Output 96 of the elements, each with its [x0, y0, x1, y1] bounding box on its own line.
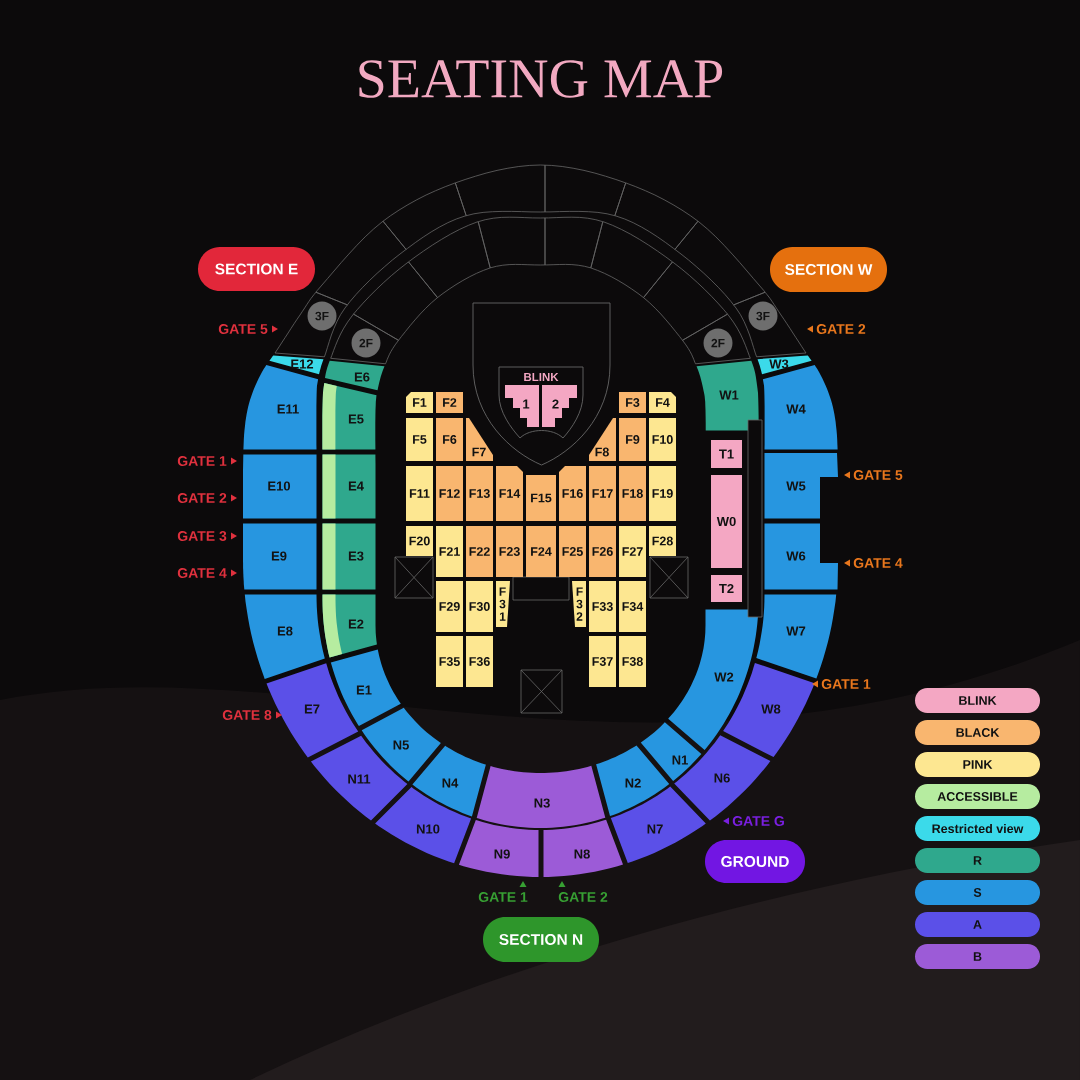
seat-section: W2 [668, 609, 759, 751]
seat-section: F16 [559, 466, 586, 521]
gate-label: GATE 5 [218, 324, 268, 334]
seat-section: F29 [436, 581, 463, 632]
legend-pill: Restricted view [915, 816, 1040, 841]
seat-section: F11 [406, 466, 433, 521]
seat-section: N3 [476, 765, 606, 828]
seat-section: E8 [244, 594, 325, 679]
seat-section: W7 [756, 594, 837, 679]
gate-label: GATE 1 [177, 456, 227, 466]
title: SEATING MAP [359, 60, 723, 98]
seat-block: 2 [542, 385, 577, 427]
seat-section: F14 [496, 466, 523, 521]
seat-section: F7 [466, 418, 493, 461]
seat-section: E5 [322, 383, 377, 450]
gate-label: GATE 3 [177, 531, 227, 541]
gate-label: GATE 2 [558, 892, 608, 902]
seat-section: F5 [406, 418, 433, 461]
seat-section: F1 [406, 392, 433, 413]
seat-section: F38 [619, 636, 646, 687]
seat-section: F35 [436, 636, 463, 687]
seat-section: F22 [466, 526, 493, 577]
node-label: N8 [574, 849, 590, 859]
seat-section: N4 [412, 745, 486, 817]
seat-section: F30 [466, 581, 493, 632]
legend-pill: BLACK [915, 720, 1040, 745]
floor-badge: 2F [703, 328, 733, 358]
seat-section: N10 [375, 787, 472, 864]
seat-section: F4 [649, 392, 676, 413]
seat-section: F32 [572, 581, 586, 627]
seat-section: F9 [619, 418, 646, 461]
section-tag: SECTION N [483, 917, 599, 962]
gate-label: GATE 5 [853, 470, 903, 480]
gate-label: GATE 4 [177, 568, 227, 578]
seat-section: W6 [764, 523, 838, 590]
seat-section: F3 [619, 392, 646, 413]
seat-section: F13 [466, 466, 493, 521]
seat-section: T2 [711, 575, 742, 602]
seat-block: 1 [505, 385, 539, 427]
seat-section: N8 [543, 819, 623, 877]
seat-section: E3 [322, 523, 376, 590]
seat-section: F33 [589, 581, 616, 632]
seat-section: F10 [649, 418, 676, 461]
section-tag: SECTION E [198, 247, 315, 291]
seat-section: F20 [406, 526, 433, 556]
seat-section: F37 [589, 636, 616, 687]
seat-section: F8 [589, 418, 616, 461]
seat-section: F2 [436, 392, 463, 413]
floor-badge: 2F [351, 328, 381, 358]
seat-section: W5 [764, 453, 838, 519]
seat-section: W0 [711, 475, 742, 568]
seat-section: F21 [436, 526, 463, 577]
seat-section: F23 [496, 526, 523, 577]
seat-section: E2 [322, 594, 377, 658]
seat-section: N1 [640, 722, 702, 781]
seat-section: F17 [589, 466, 616, 521]
legend-pill: B [915, 944, 1040, 969]
walkway-outline [747, 419, 763, 618]
seat-section: E6 [325, 360, 385, 391]
seat-section: F26 [589, 526, 616, 577]
gate-label: GATE 2 [816, 324, 866, 334]
gate-label: GATE 1 [478, 892, 528, 902]
gate-label: GATE 1 [821, 679, 871, 689]
seat-section: F6 [436, 418, 463, 461]
seat-section: W1 [696, 360, 759, 431]
seat-section: F12 [436, 466, 463, 521]
legend-pill: PINK [915, 752, 1040, 777]
seat-section: T1 [711, 440, 742, 468]
gate-label: GATE 4 [853, 558, 903, 568]
seat-section: F18 [619, 466, 646, 521]
legend-pill: BLINK [915, 688, 1040, 713]
seat-section: N9 [458, 820, 539, 877]
floor-badge: 3F [307, 301, 337, 331]
seat-section: F36 [466, 636, 493, 687]
floor-badge: 3F [748, 301, 778, 331]
seat-section: E9 [243, 523, 317, 590]
seat-section: F28 [649, 526, 676, 556]
seat-section: F25 [559, 526, 586, 577]
node-label: N9 [494, 849, 510, 859]
legend-pill: A [915, 912, 1040, 937]
seat-section: F19 [649, 466, 676, 521]
seat-section: E4 [322, 454, 376, 519]
legend-pill: R [915, 848, 1040, 873]
legend-pill: S [915, 880, 1040, 905]
seat-section: F31 [496, 581, 510, 627]
seat-section: E12 [269, 355, 324, 375]
node-label: N3 [534, 798, 550, 808]
seat-section: F27 [619, 526, 646, 577]
seat-section: E1 [330, 649, 401, 727]
gate-label: GATE 2 [177, 493, 227, 503]
seat-section: N2 [596, 745, 670, 817]
seat-section: F24 [526, 526, 556, 577]
seat-section: E10 [243, 454, 317, 519]
seat-section: F15 [526, 475, 556, 521]
seat-section: F34 [619, 581, 646, 632]
legend-pill: ACCESSIBLE [915, 784, 1040, 809]
